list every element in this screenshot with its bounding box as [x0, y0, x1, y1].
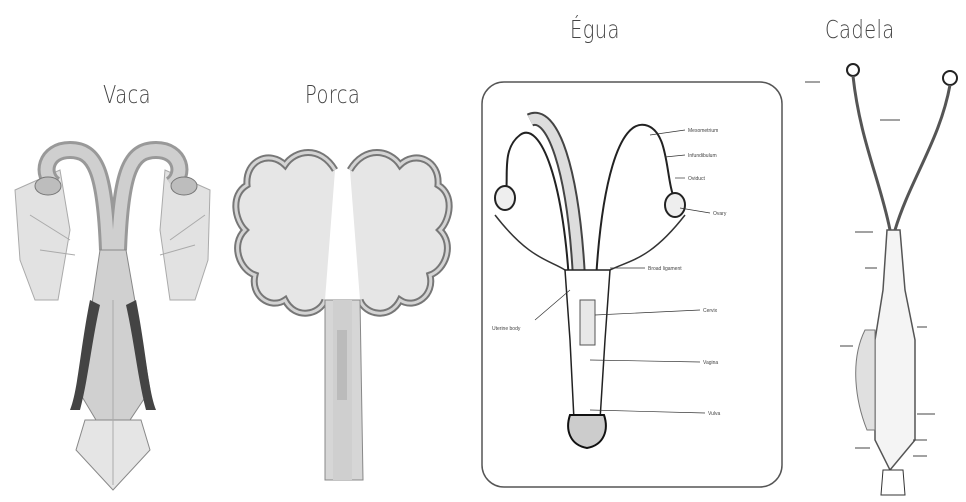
label-cervix: Cervix: [703, 308, 718, 314]
panel-bitch: Cadela: [795, 0, 966, 502]
label-vulva: Vulva: [708, 411, 721, 417]
label-broad-ligament: Broad ligament: [648, 266, 682, 272]
label-mesometrium: Mesometrium: [688, 128, 718, 134]
label-vagina: Vagina: [703, 360, 718, 366]
label-oviduct: Oviduct: [688, 176, 706, 182]
bitch-reproductive-tract-illustration: [795, 0, 966, 502]
label-ovary: Ovary: [713, 211, 727, 217]
panel-sow: Porca: [225, 0, 470, 502]
label-uterine-body: Uterine body: [492, 326, 521, 332]
cow-reproductive-tract-illustration: [0, 0, 225, 502]
label-infundibulum: Infundibulum: [688, 153, 717, 159]
sow-reproductive-tract-illustration: [225, 0, 470, 502]
mare-reproductive-tract-diagram: Mesometrium Infundibulum Oviduct Ovary B…: [470, 0, 795, 502]
panel-cow: Vaca: [0, 0, 225, 502]
panel-mare: Égua Mesometrium Inf: [470, 0, 795, 502]
